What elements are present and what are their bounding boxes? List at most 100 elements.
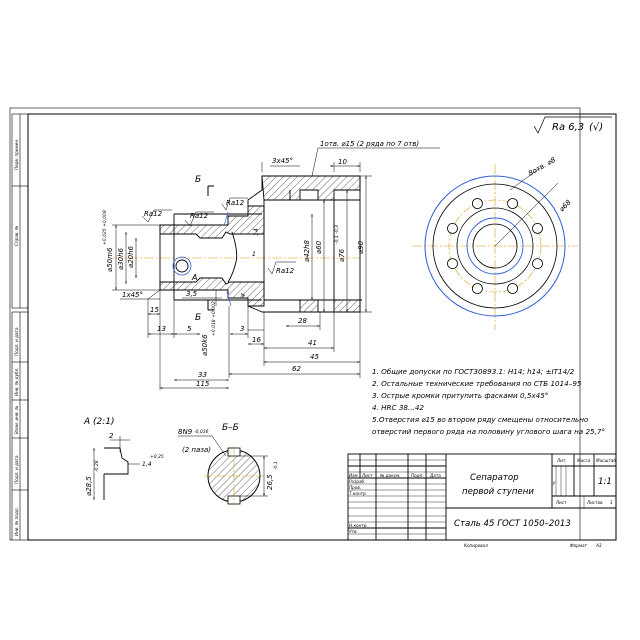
tb-name-1: Сепаратор — [470, 473, 519, 483]
dim-115: 115 — [196, 380, 210, 388]
detail-a-d-tol: -0,28 — [94, 460, 100, 472]
side-labels: Перв. примен. Справ. № Подп. и дата Инв.… — [14, 139, 19, 536]
dim-1: 1 — [252, 251, 256, 258]
datum-circle — [172, 256, 192, 276]
tb-col-list: Лист — [361, 473, 373, 478]
bolt-hole — [507, 283, 518, 294]
note-3: 3. Острые кромки притупить фасками 0,5x4… — [372, 391, 548, 400]
ra12-top: Ra12 — [226, 199, 245, 207]
dim-16: 16 — [252, 336, 261, 344]
holes-note: 1отв. ⌀15 (2 ряда по 7 отв) — [320, 140, 419, 148]
bolt-hole — [447, 258, 458, 270]
dim-d50m6: ⌀50m6 — [106, 247, 114, 272]
hatch-shaft-top — [159, 205, 265, 239]
technical-notes: 1. Общие допуски по ГОСТ30893.1: Н14; h1… — [372, 367, 605, 436]
section-bb-dim: 26,5 — [266, 474, 274, 490]
tb-role-approve: Утв. — [349, 529, 358, 534]
dim-d76-tol: -0,1 -0,3 — [334, 225, 340, 244]
dim-15: 15 — [150, 306, 159, 314]
dim-3-5: 3,5 — [186, 290, 198, 298]
tb-mass: Масса — [577, 458, 591, 463]
tb-format-value: А3 — [595, 543, 602, 548]
front-view: 8отв. ⌀8 ⌀68 — [412, 156, 578, 330]
bolt-hole — [507, 198, 518, 209]
tb-role-check: Пров. — [349, 485, 361, 490]
dim-d30: ⌀30h6 — [117, 247, 125, 270]
roughness-suffix: (√) — [589, 122, 603, 133]
tb-scale: Масштаб — [596, 458, 616, 463]
tb-name-2: первой ступени — [462, 487, 534, 497]
ra12-mid: Ra12 — [190, 212, 209, 220]
dim-5: 5 — [187, 325, 192, 333]
datum-a-label: А — [191, 273, 197, 282]
section-mark-bottom: Б — [195, 313, 201, 323]
section-bb-title: Б–Б — [222, 423, 239, 433]
dim-d42: ⌀42h8 — [303, 239, 311, 262]
tb-col-date: Дата — [429, 473, 441, 478]
dim-10: 10 — [338, 158, 347, 166]
hole-pattern — [447, 198, 543, 294]
tb-sheets: Листов — [586, 500, 603, 505]
tb-role-dev: Разраб. — [349, 479, 365, 484]
side-strip — [11, 113, 28, 540]
side-label-sign-date-1: Подп. и дата — [14, 327, 19, 356]
section-bb-note: (2 паза) — [182, 446, 211, 454]
section-mark-top: Б — [195, 175, 201, 185]
detail-a-title: А (2:1) — [83, 417, 115, 427]
dim-d90: ⌀90 — [357, 240, 365, 254]
detail-a-tol: +0,25 — [150, 454, 164, 460]
dim-41: 41 — [308, 339, 317, 347]
section-bb-key: 8N9 — [178, 428, 193, 436]
detail-a-2: 2 — [109, 432, 114, 440]
side-label-ref: Справ. № — [14, 225, 19, 246]
roughness-sign: Ra 6,3 (√) — [533, 116, 612, 134]
dim-62: 62 — [292, 365, 301, 373]
dim-33: 33 — [198, 371, 207, 379]
tb-lit-value: у — [552, 480, 556, 485]
dim-d50k6: ⌀50k6 — [201, 334, 209, 356]
detail-a-14: 1,4 — [142, 461, 152, 468]
inner-frame — [27, 113, 617, 541]
section-bb-key-tol: -0,036 — [194, 429, 209, 435]
pcd-68-label: ⌀68 — [558, 198, 573, 213]
tb-col-izm: Изм. — [349, 473, 359, 478]
dim-chamfer-top: 3x45° — [272, 157, 293, 165]
bolt-hole — [471, 283, 483, 294]
note-6: отверстий первого ряда на половину углов… — [372, 427, 605, 436]
note-4: 4. HRC 38...42 — [372, 403, 424, 412]
dim-3: 3 — [240, 325, 244, 333]
side-label-sign-date-2: Подп. и дата — [14, 455, 19, 484]
note-5: 5.Отверстия ⌀15 во втором ряду смещены о… — [372, 415, 589, 424]
dim-4: 4 — [239, 292, 247, 299]
hatch-flange-bottom — [264, 299, 362, 313]
ra12-inner: Ra12 — [276, 267, 295, 275]
dim-d50m6-tol: +0,025 +0,009 — [102, 210, 108, 245]
tb-lit: Лит. — [556, 458, 567, 463]
bolt-hole — [447, 222, 458, 234]
tb-sheet: Лист — [555, 500, 567, 505]
side-label-orig-inv: Инв. № подл. — [14, 507, 19, 536]
dim-d50k6-tol: +0,018 +0,002 — [211, 301, 217, 336]
pcd-holes-label: 8отв. ⌀8 — [527, 156, 558, 178]
note-1: 1. Общие допуски по ГОСТ30893.1: Н14; h1… — [372, 367, 575, 376]
roughness-value: Ra 6,3 — [552, 122, 584, 133]
main-view: Б Б А 1отв. ⌀15 (2 ряда по 7 отв) 3x45° … — [102, 140, 440, 390]
tb-role-tcontr: Т.контр. — [349, 491, 367, 496]
tb-col-doc: № докум. — [379, 473, 401, 478]
bolt-hole — [532, 222, 543, 234]
tb-scale-value: 1:1 — [598, 477, 612, 487]
side-label-dup-inv: Инв. № дубл. — [14, 367, 19, 396]
ra12-left: Ra12 — [144, 210, 163, 218]
section-bb-dim-tol: -0,1 — [273, 461, 279, 470]
hatch-flange-top — [261, 175, 361, 201]
dim-d20: ⌀20h6 — [127, 245, 135, 268]
note-2: 2. Остальные технические требования по С… — [372, 379, 582, 388]
tb-col-sign: Подп. — [411, 473, 424, 478]
detail-a: А (2:1) 2 1,4 +0,25 ⌀28,5 -0,28 — [83, 417, 164, 500]
dim-28: 28 — [298, 317, 307, 325]
tb-role-ncontr: Н.контр. — [349, 523, 368, 528]
side-label-first-use: Перв. примен. — [14, 139, 19, 170]
bolt-hole — [471, 198, 483, 209]
dim-d76: ⌀76 — [338, 248, 346, 262]
